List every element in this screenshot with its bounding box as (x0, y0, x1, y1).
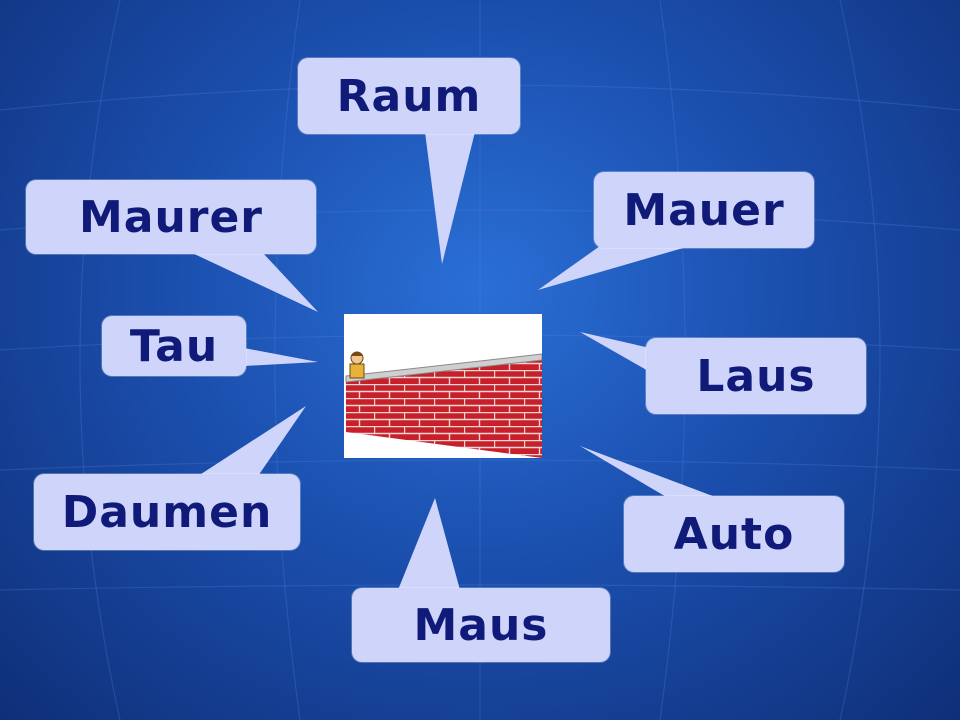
bubble-maurer-label: Maurer (78, 191, 264, 243)
auto-tail (580, 446, 718, 498)
brick-wall-picture (344, 314, 543, 458)
person-figure (349, 351, 365, 379)
bubble-auto: Auto (624, 496, 844, 572)
bubble-tau-label: Tau (129, 320, 219, 372)
bubble-daumen-label: Daumen (61, 486, 273, 538)
tau-tail (244, 348, 318, 366)
bubble-raum-label: Raum (336, 70, 482, 122)
bubble-laus-label: Laus (696, 350, 816, 402)
laus-tail (580, 332, 650, 372)
bubble-mauer: Mauer (594, 172, 814, 248)
brick-wall-icon (345, 351, 543, 458)
bubble-maus: Maus (352, 588, 610, 662)
bubble-tau: Tau (102, 316, 246, 376)
bubble-mauer-label: Mauer (623, 184, 785, 236)
maurer-tail (190, 252, 318, 312)
mauer-tail (538, 246, 690, 290)
wall-bricks (346, 358, 542, 458)
bubble-maus-label: Maus (413, 599, 549, 651)
bubble-maurer: Maurer (26, 180, 316, 254)
bubble-daumen: Daumen (34, 474, 300, 550)
bubble-auto-label: Auto (673, 508, 795, 560)
raum-tail (425, 132, 475, 264)
daumen-tail (198, 406, 306, 476)
bubble-raum: Raum (298, 58, 520, 134)
maus-tail (398, 498, 460, 590)
bubble-laus: Laus (646, 338, 866, 414)
